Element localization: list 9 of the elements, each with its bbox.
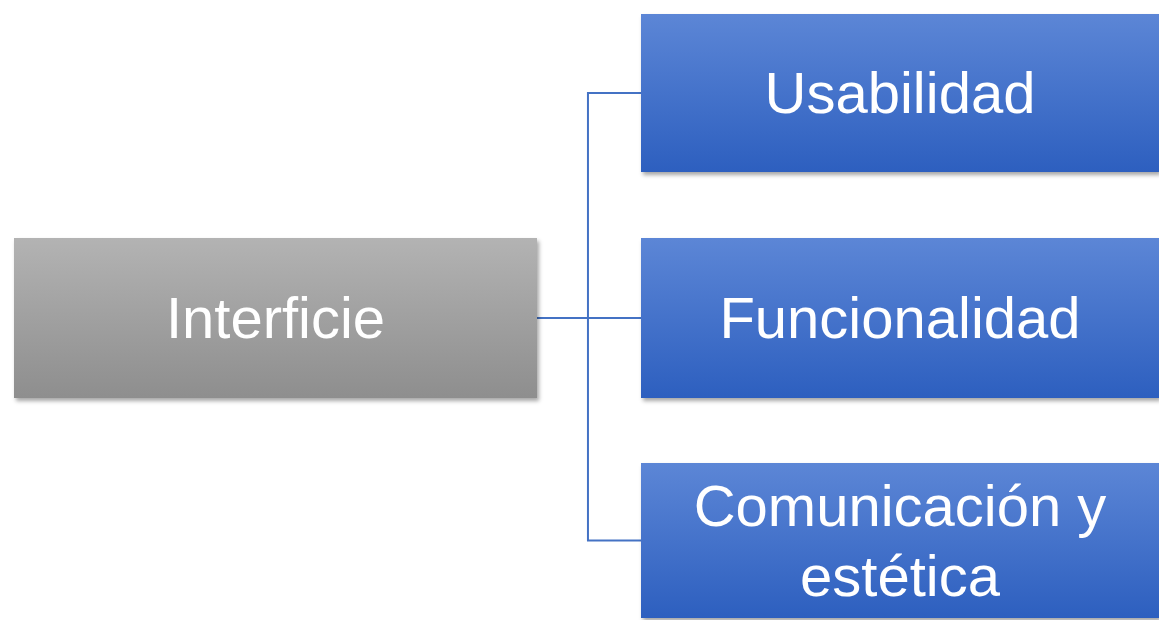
node-label: Usabilidad [763,59,1037,128]
process-box [641,463,1159,618]
node-label: Interficie [164,284,387,353]
connector-line [536,317,642,542]
process-box [14,238,537,398]
node-label: Funcionalidad [718,284,1082,353]
process-box [641,14,1159,172]
node-label: Comunicación y estética [692,471,1108,610]
process-box [641,238,1159,398]
